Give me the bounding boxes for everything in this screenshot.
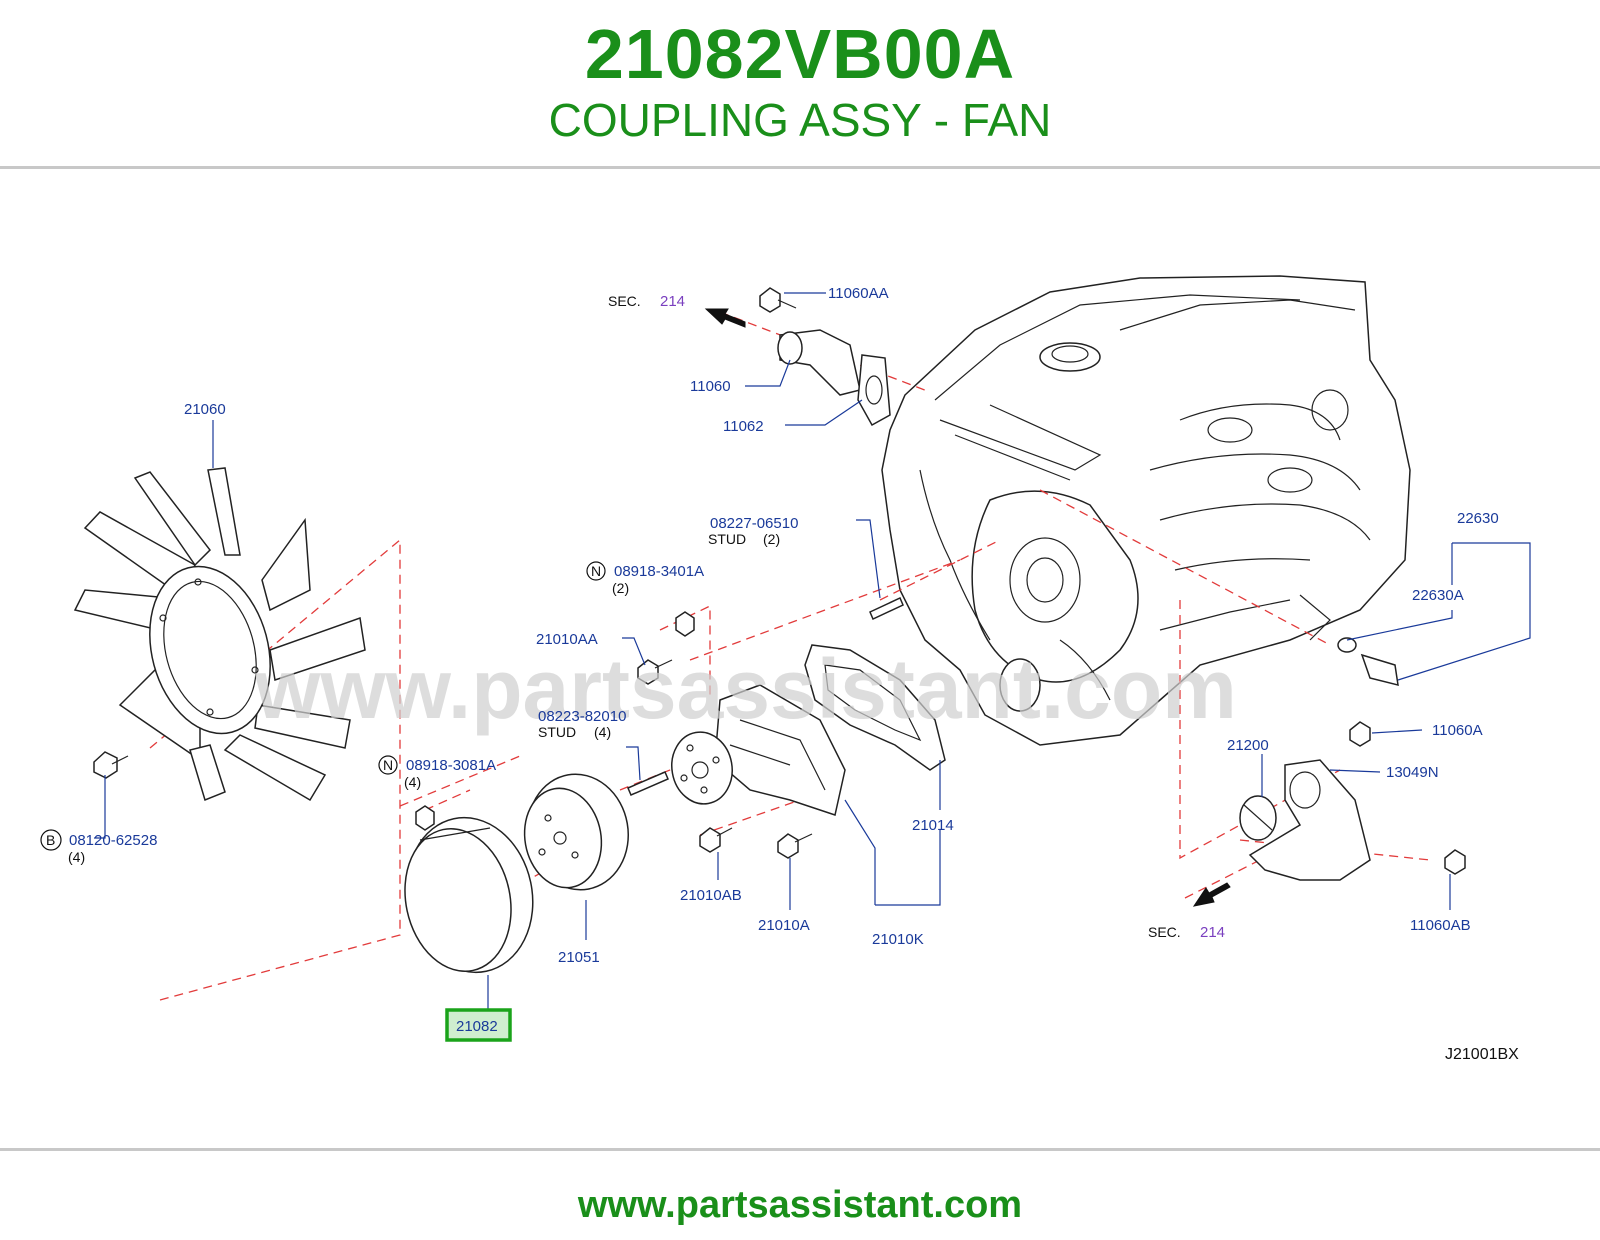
engine-block xyxy=(881,275,1411,746)
section-ref-prefix-2: SEC. xyxy=(1148,924,1181,940)
callout-badge-n-1: N xyxy=(591,563,601,579)
callout-11060[interactable]: 11060 xyxy=(690,378,731,395)
cooling-fan-21060[interactable] xyxy=(73,467,366,802)
callout-21082[interactable]: 21082 xyxy=(456,1018,498,1035)
callout-21014[interactable]: 21014 xyxy=(912,817,954,834)
gasket-11062[interactable] xyxy=(857,354,891,427)
watermark-text: www.partsassistant.com xyxy=(254,642,1237,736)
stud-08223-82010[interactable] xyxy=(627,771,669,796)
header-divider xyxy=(0,166,1600,169)
bolt-21010aa[interactable] xyxy=(637,659,673,685)
water-pump-assembly[interactable] xyxy=(666,684,846,816)
section-arrow-down xyxy=(1192,882,1231,907)
callout-21051[interactable]: 21051 xyxy=(558,949,600,966)
bolt-11060aa[interactable] xyxy=(759,287,797,313)
part-number-title: 21082VB00A xyxy=(584,15,1016,93)
callout-badge-n-2: N xyxy=(383,757,393,773)
callout-08227-06510[interactable]: 08227-06510 xyxy=(710,515,798,532)
thermostat-21200[interactable] xyxy=(1239,795,1277,841)
bolt-11060ab[interactable] xyxy=(1444,849,1466,875)
bolt-11060a[interactable] xyxy=(1349,721,1371,747)
callout-21010ab[interactable]: 21010AB xyxy=(680,887,742,904)
badge-circle-b xyxy=(40,829,62,851)
highlighted-part-callout[interactable]: 21082 xyxy=(445,1008,512,1042)
callout-11060a[interactable]: 11060A xyxy=(1432,722,1483,739)
callout-08120-62528[interactable]: 08120-62528 xyxy=(69,832,157,849)
thermostat-housing-13049n[interactable] xyxy=(1248,759,1371,881)
bolt-21010ab[interactable] xyxy=(699,827,733,853)
callout-08223-82010[interactable]: 08223-82010 xyxy=(538,708,626,725)
callout-22630a[interactable]: 22630A xyxy=(1412,587,1464,604)
highlight-box xyxy=(445,1008,512,1042)
temp-sensor-22630[interactable] xyxy=(1337,637,1399,687)
callout-08918-3401a[interactable]: 08918-3401A xyxy=(614,563,704,580)
footer-website-link[interactable]: www.partsassistant.com xyxy=(577,1184,1023,1226)
callout-11060aa[interactable]: 11060AA xyxy=(828,285,889,302)
fan-bolt-08120-62528[interactable] xyxy=(93,751,129,779)
callout-08918-3081a[interactable]: 08918-3081A xyxy=(406,757,496,774)
section-ref-prefix: SEC. xyxy=(608,293,641,309)
water-outlet-11060[interactable] xyxy=(777,329,861,396)
diagram-id: J21001BX xyxy=(1445,1046,1519,1063)
callout-leaders xyxy=(94,292,1531,1010)
nut-08918-3081a[interactable] xyxy=(415,805,435,831)
callout-08223-note: STUD xyxy=(538,724,576,740)
callout-08918-3081a-qty: (4) xyxy=(404,774,421,790)
callout-08120-62528-qty: (4) xyxy=(68,849,85,865)
badge-circle-n xyxy=(586,561,606,581)
bolt-21010a[interactable] xyxy=(777,833,813,859)
callout-21010a[interactable]: 21010A xyxy=(758,917,810,934)
stud-08227-06510[interactable] xyxy=(869,596,904,621)
callout-08223-qty: (4) xyxy=(594,724,611,740)
callout-13049n[interactable]: 13049N xyxy=(1386,764,1439,781)
callout-21200[interactable]: 21200 xyxy=(1227,737,1269,754)
callout-21060[interactable]: 21060 xyxy=(184,401,226,418)
section-ref-link-2[interactable]: 214 xyxy=(1200,924,1225,941)
section-arrow-up xyxy=(704,308,746,328)
callout-11060ab[interactable]: 11060AB xyxy=(1410,917,1471,934)
callout-08227-qty: (2) xyxy=(763,531,780,547)
page-header: 21082VB00A COUPLING ASSY - FAN xyxy=(0,0,1600,168)
callout-11062[interactable]: 11062 xyxy=(723,418,764,435)
footer-divider xyxy=(0,1148,1600,1151)
water-pump-gasket-21014[interactable] xyxy=(804,644,946,771)
callout-21010k[interactable]: 21010K xyxy=(872,931,924,948)
badge-circle-n xyxy=(378,755,398,775)
section-ref-link[interactable]: 214 xyxy=(660,293,685,310)
callout-badge-b: B xyxy=(46,832,55,848)
nut-08918-3401a[interactable] xyxy=(675,611,695,637)
callout-08918-3401a-qty: (2) xyxy=(612,580,629,596)
pulley-21051[interactable] xyxy=(517,766,637,898)
callout-08227-note: STUD xyxy=(708,531,746,547)
fan-coupling-21082[interactable] xyxy=(392,806,547,984)
callout-22630[interactable]: 22630 xyxy=(1457,510,1499,527)
part-name-subtitle: COUPLING ASSY - FAN xyxy=(548,94,1052,146)
callout-21010aa[interactable]: 21010AA xyxy=(536,631,598,648)
